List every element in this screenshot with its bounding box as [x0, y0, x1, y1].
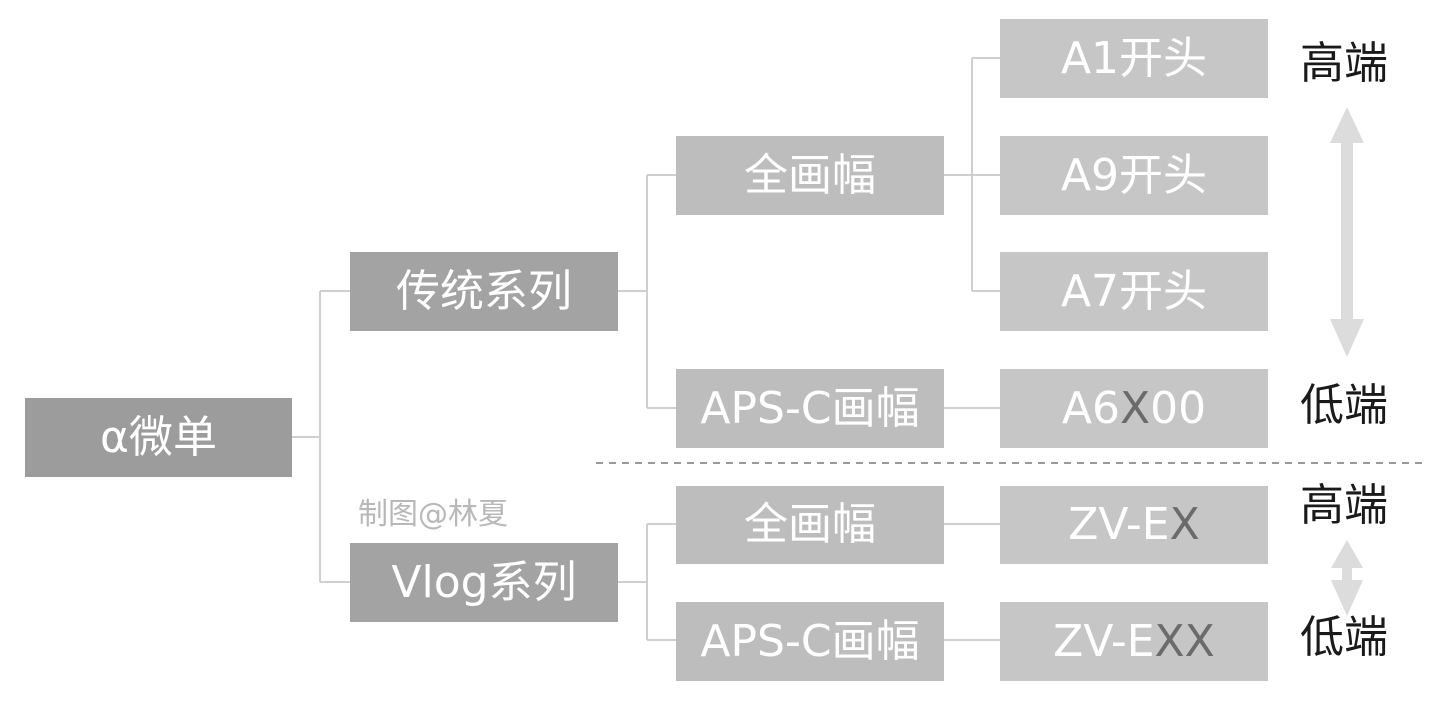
model-label: A9开头: [1060, 149, 1208, 201]
tier-high-label-traditional: 高端: [1300, 38, 1388, 89]
model-label-placeholder: X: [1169, 499, 1200, 550]
format-node-vlog-fullframe: 全画幅: [676, 486, 944, 564]
format-label: APS-C画幅: [700, 615, 920, 667]
format-node-traditional-fullframe: 全画幅: [676, 136, 944, 215]
series-node-traditional: 传统系列: [350, 252, 618, 331]
model-label-suffix: 00: [1150, 382, 1207, 434]
format-label: 全画幅: [744, 499, 876, 550]
connector-traditional: [618, 174, 676, 409]
connector-vlog: [618, 523, 676, 641]
model-label-placeholder: XX: [1154, 615, 1215, 667]
double-arrow-icon: [1330, 107, 1364, 357]
tier-low-label-traditional: 低端: [1300, 380, 1388, 431]
series-node-vlog: Vlog系列: [350, 543, 618, 622]
connector-root: [292, 290, 350, 583]
format-label: APS-C画幅: [700, 382, 920, 434]
model-label-placeholder: X: [1119, 382, 1151, 434]
format-node-traditional-apsc: APS-C画幅: [676, 369, 944, 448]
connector-traditional-fullframe: [944, 57, 1000, 292]
root-label: α微单: [99, 411, 217, 463]
series-label: Vlog系列: [391, 556, 577, 608]
model-label-prefix: ZV-E: [1053, 615, 1155, 667]
model-node-a7: A7开头: [1000, 252, 1268, 331]
format-label: 全画幅: [744, 149, 876, 201]
double-arrow-icon: [1331, 540, 1363, 616]
model-label-prefix: A6: [1061, 382, 1120, 434]
model-label: A7开头: [1060, 265, 1208, 317]
model-label: A1开头: [1060, 32, 1208, 84]
tier-low-label-vlog: 低端: [1300, 612, 1388, 663]
model-node-a9: A9开头: [1000, 136, 1268, 215]
model-label-prefix: ZV-E: [1068, 499, 1170, 550]
series-label: 传统系列: [396, 265, 572, 317]
root-node: α微单: [25, 398, 292, 477]
model-node-a1: A1开头: [1000, 19, 1268, 98]
format-node-vlog-apsc: APS-C画幅: [676, 602, 944, 681]
tier-high-label-vlog: 高端: [1300, 480, 1388, 531]
author-watermark: 制图@林夏: [358, 497, 508, 532]
